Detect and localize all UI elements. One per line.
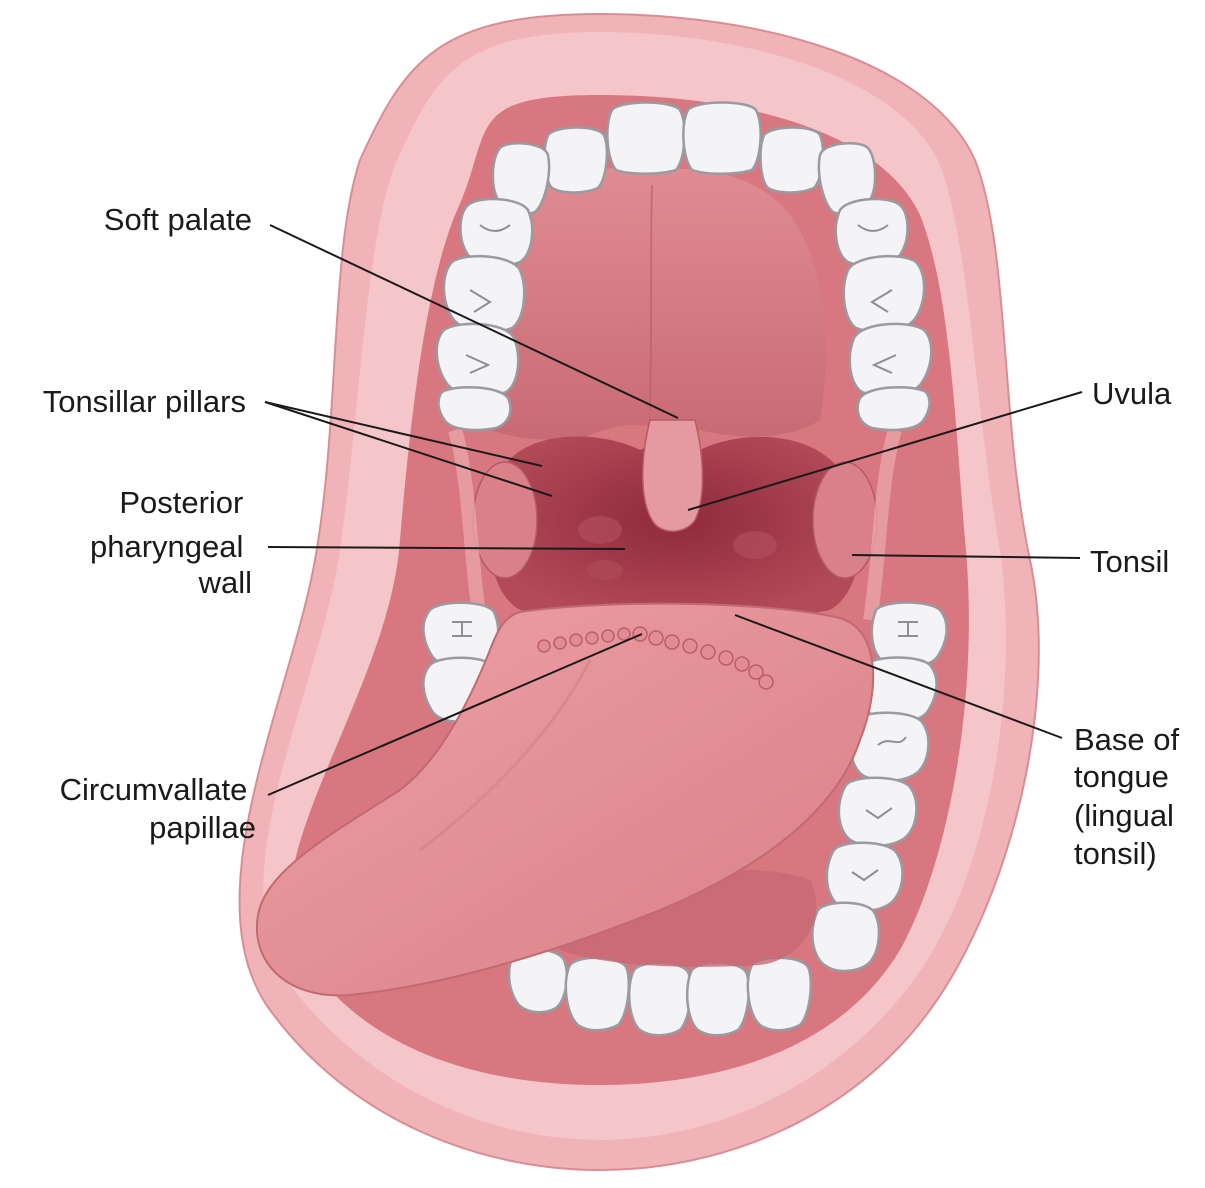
label-posterior-pharyngeal-wall: Posterior pharyngeal wall	[90, 485, 252, 600]
uvula-shape	[643, 420, 703, 531]
label-base-of-tongue: Base of tongue (lingual tonsil)	[1074, 722, 1188, 871]
label-soft-palate: Soft palate	[104, 202, 252, 237]
label-tonsillar-pillars: Tonsillar pillars	[43, 384, 246, 419]
label-circumvallate-papillae: Circumvallate papillae	[60, 772, 256, 845]
label-uvula: Uvula	[1092, 376, 1172, 411]
left-tonsil	[473, 462, 537, 578]
right-tonsil	[813, 462, 877, 578]
label-tonsil: Tonsil	[1090, 544, 1169, 579]
